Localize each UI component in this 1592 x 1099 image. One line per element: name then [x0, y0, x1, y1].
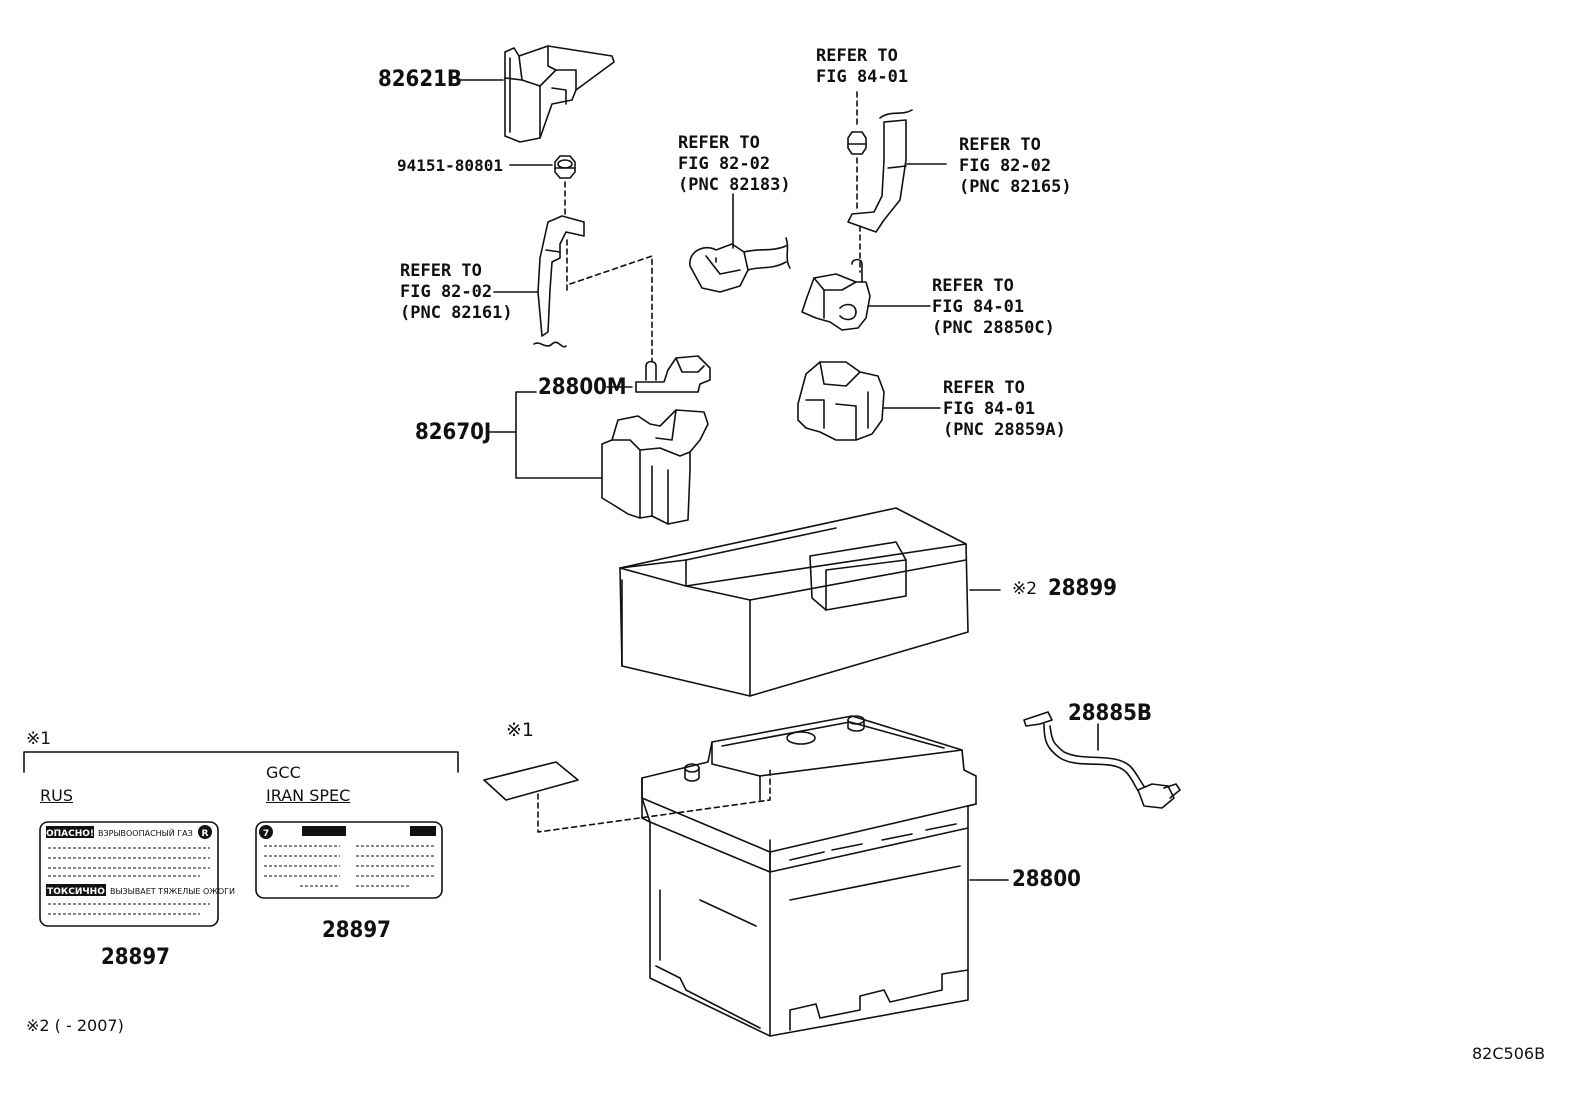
clamp-28800M: [635, 355, 711, 393]
sticker-mark-1: ※1: [506, 719, 535, 741]
note-mark-2: ※2: [1012, 579, 1038, 599]
ref-line: REFER TO: [400, 261, 482, 281]
rus-warning-1-text: ВЗРЫВООПАСНЫЙ ГАЗ: [98, 827, 193, 838]
ref-82183[interactable]: REFER TO FIG 82-02 (PNC 82183): [678, 133, 791, 196]
label-gcc-detail: 7: [259, 825, 436, 887]
gcc-heading: GCC: [266, 763, 301, 782]
ref-84-01-top[interactable]: REFER TO FIG 84-01: [816, 46, 908, 88]
ref-line: REFER TO: [943, 378, 1025, 398]
ref-line: FIG 84-01: [816, 67, 909, 87]
label-gcc: [255, 821, 443, 899]
rus-warning-2-text: ВЫЗЫВАЕТ ТЯЖЕЛЫЕ ОЖОГИ: [110, 887, 235, 896]
bracket-82670J: [601, 409, 709, 525]
nut-94151: [554, 155, 576, 179]
label-rus: [39, 821, 219, 927]
ref-line: REFER TO: [678, 133, 760, 153]
footnote: ※2 ( - 2007): [26, 1016, 124, 1035]
rus-badge: R: [202, 829, 209, 839]
ref-line: REFER TO: [816, 46, 898, 66]
gcc-badge: 7: [263, 829, 269, 839]
rus-warning-1: ОПАСНО!: [46, 829, 94, 839]
ref-line: REFER TO: [932, 276, 1014, 296]
cable-82165: [847, 109, 913, 233]
terminal-cover-82621B: [504, 45, 615, 143]
iran-heading: IRAN SPEC: [266, 786, 351, 805]
clamp-28850C: [801, 258, 871, 331]
ref-line: (PNC 82183): [678, 175, 791, 195]
rus-heading: RUS: [40, 786, 73, 805]
ref-line: FIG 82-02: [959, 156, 1052, 176]
part-82670J[interactable]: 82670J: [415, 420, 492, 445]
illustration-code: 82C506B: [1472, 1044, 1546, 1063]
ref-line: FIG 84-01: [943, 399, 1036, 419]
ref-line: FIG 82-02: [400, 282, 493, 302]
insulator-28899: [619, 507, 969, 697]
part-82621B[interactable]: 82621B: [378, 67, 462, 92]
label-sticker: [483, 761, 579, 801]
ref-line: FIG 82-02: [678, 154, 771, 174]
connector-82183: [689, 237, 791, 293]
ref-line: (PNC 82161): [400, 303, 513, 323]
ref-28850C[interactable]: REFER TO FIG 84-01 (PNC 28850C): [932, 276, 1055, 339]
part-28885B[interactable]: 28885B: [1068, 701, 1152, 726]
ref-28859A[interactable]: REFER TO FIG 84-01 (PNC 28859A): [943, 378, 1066, 441]
nut-top: [847, 131, 867, 155]
ref-82161[interactable]: REFER TO FIG 82-02 (PNC 82161): [400, 261, 513, 324]
ref-82165[interactable]: REFER TO FIG 82-02 (PNC 82165): [959, 135, 1072, 198]
ref-line: (PNC 28850C): [932, 318, 1055, 338]
note-mark-1: ※1: [26, 729, 52, 749]
part-28800[interactable]: 28800: [1012, 867, 1081, 892]
cable-82161: [533, 215, 585, 348]
battery-28800: [641, 715, 977, 1037]
label-rus-detail: ОПАСНО! ВЗРЫВООПАСНЫЙ ГАЗ R ТОКСИЧНО ВЫЗ…: [46, 825, 235, 915]
part-28897-rus[interactable]: 28897: [101, 945, 170, 970]
part-94151-80801[interactable]: 94151-80801: [397, 156, 503, 175]
clamp-28859A: [797, 361, 885, 441]
ref-line: (PNC 82165): [959, 177, 1072, 197]
part-28897-gcc[interactable]: 28897: [322, 918, 391, 943]
part-28800M[interactable]: 28800M: [538, 375, 627, 400]
rus-warning-2: ТОКСИЧНО: [47, 887, 105, 897]
part-28899[interactable]: 28899: [1048, 576, 1117, 601]
vent-hose-28885B: [1023, 711, 1181, 809]
ref-line: FIG 84-01: [932, 297, 1025, 317]
ref-line: REFER TO: [959, 135, 1041, 155]
ref-line: (PNC 28859A): [943, 420, 1066, 440]
